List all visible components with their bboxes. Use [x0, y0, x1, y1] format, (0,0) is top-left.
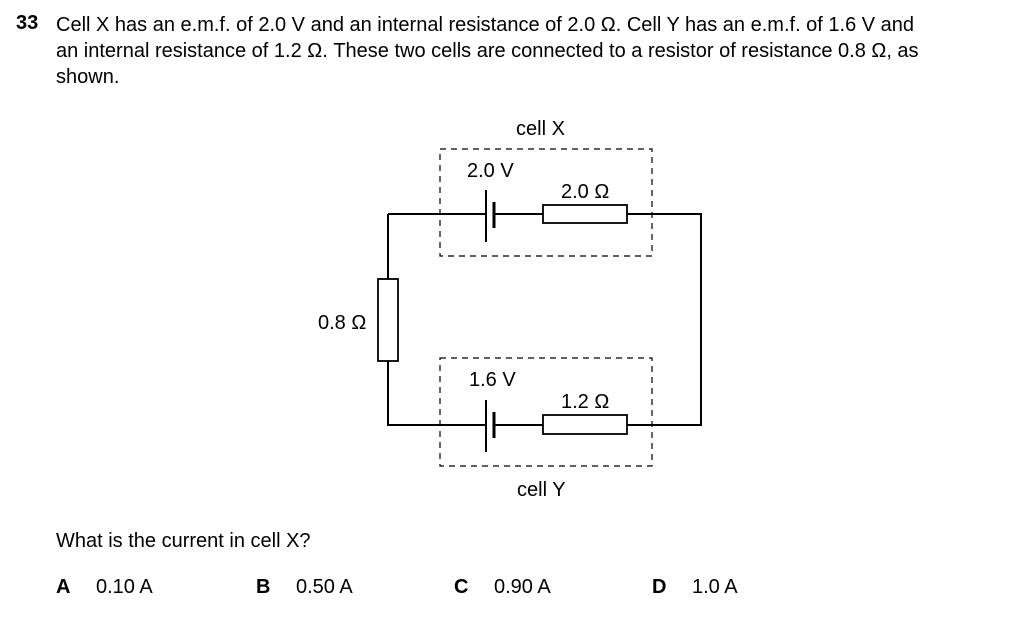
external-resistance-label: 0.8 Ω	[318, 312, 366, 334]
question-prompt: What is the current in cell X?	[56, 530, 311, 552]
cell-x-internal-resistor	[542, 204, 628, 224]
option-b-letter: B	[256, 576, 271, 598]
option-b[interactable]: B 0.50 A	[256, 576, 353, 599]
cell-y-boundary	[439, 357, 653, 467]
question-line-3: shown.	[56, 66, 120, 88]
option-d-value: 1.0 A	[692, 576, 738, 598]
cell-x-resistance: 2.0 Ω	[561, 181, 609, 203]
option-c-value: 0.90 A	[494, 576, 551, 598]
option-d-letter: D	[652, 576, 667, 598]
option-c-letter: C	[454, 576, 469, 598]
cell-y-resistance: 1.2 Ω	[561, 391, 609, 413]
question-text: Cell X has an e.m.f. of 2.0 V and an int…	[56, 12, 1014, 90]
cell-y-emf: 1.6 V	[469, 369, 516, 391]
cell-y-label: cell Y	[517, 479, 566, 501]
cell-x-boundary	[439, 148, 653, 257]
cell-x-emf: 2.0 V	[467, 160, 514, 182]
external-resistor	[377, 278, 399, 362]
option-a-letter: A	[56, 576, 71, 598]
option-b-value: 0.50 A	[296, 576, 353, 598]
wire-top	[387, 213, 702, 426]
question-line-2: an internal resistance of 1.2 Ω. These t…	[56, 40, 919, 62]
option-d[interactable]: D 1.0 A	[652, 576, 738, 599]
cell-y-internal-resistor	[542, 414, 628, 435]
cell-x-label: cell X	[516, 118, 565, 140]
option-a[interactable]: A 0.10 A	[56, 576, 153, 599]
question-number: 33	[16, 12, 39, 34]
option-a-value: 0.10 A	[96, 576, 153, 598]
question-line-1: Cell X has an e.m.f. of 2.0 V and an int…	[56, 14, 915, 36]
option-c[interactable]: C 0.90 A	[454, 576, 551, 599]
